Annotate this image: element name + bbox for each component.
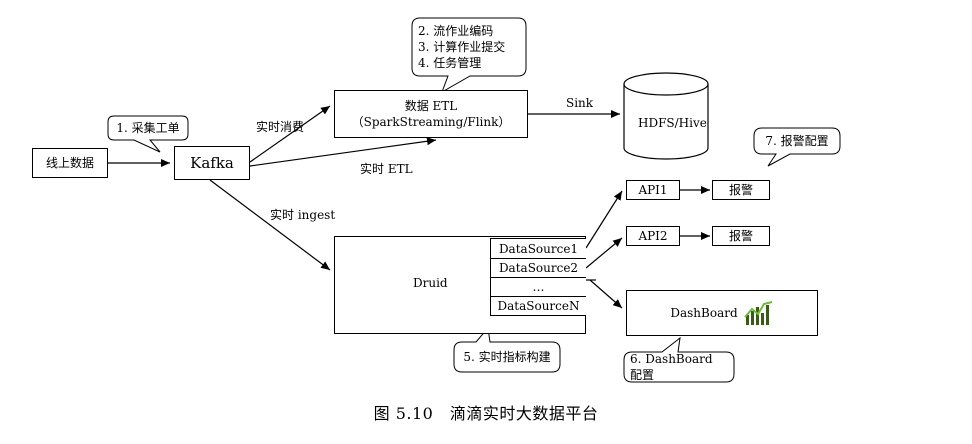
dashboard-chart-icon [743, 299, 774, 327]
kafka-node: Kafka [174, 146, 250, 180]
callout-7: 7. 报警配置 [765, 134, 829, 148]
kafka-label: Kafka [190, 154, 234, 172]
api1-label: API1 [638, 183, 668, 197]
dashboard-label: DashBoard [670, 306, 738, 320]
callout-2: 2. 流作业编码 3. 计算作业提交 4. 任务管理 [412, 18, 526, 76]
online-data-label: 线上数据 [45, 156, 94, 170]
figure-caption: 图 5.10 滴滴实时大数据平台 [373, 404, 599, 423]
edge-kafka-etl-realtime [249, 137, 437, 167]
api2-label: API2 [638, 229, 668, 243]
callout-6-shape [623, 336, 735, 383]
callout-1-shape [107, 115, 189, 153]
dashboard-node: DashBoard [626, 290, 818, 336]
edge-kafka-etl-consume [249, 105, 331, 163]
datasource-stack: DataSource1 DataSource2 … DataSourceN [490, 238, 586, 316]
api2-node: API2 [626, 226, 680, 246]
etl-node: 数据 ETL （SparkStreaming/Flink） [334, 90, 528, 138]
callout-2-line: 4. 任务管理 [418, 56, 482, 70]
edge-label-sink: Sink [566, 96, 594, 110]
edge-label-ingest: 实时 ingest [270, 208, 336, 222]
edge-ds-api1 [585, 190, 623, 249]
datasource-item: DataSource1 [491, 239, 586, 259]
edge-kafka-druid [209, 179, 331, 271]
hdfs-label: HDFS/Hive [638, 116, 707, 130]
hdfs-cylinder [623, 72, 709, 160]
alert1-node: 报警 [712, 180, 770, 200]
callout-5: 5. 实时指标构建 [463, 350, 551, 364]
edge-ds-api2 [585, 237, 623, 269]
edge-label-consume: 实时消费 [256, 120, 305, 134]
alert2-node: 报警 [712, 226, 770, 246]
callout-2-line: 3. 计算作业提交 [418, 40, 506, 54]
druid-label: Druid [413, 276, 448, 290]
callout-7-shape [753, 127, 841, 167]
api1-node: API1 [626, 180, 680, 200]
etl-label-line1: 数据 ETL [404, 99, 458, 113]
callout-1: 1. 采集工单 [116, 121, 180, 135]
edge-ds-dashboard [589, 279, 623, 309]
datasource-item: DataSource2 [491, 259, 586, 278]
datasource-item: DataSourceN [497, 299, 580, 313]
callout-5-shape [453, 326, 561, 373]
alert2-label: 报警 [728, 229, 753, 243]
callout-2-line: 2. 流作业编码 [418, 24, 494, 38]
edge-label-etl: 实时 ETL [360, 162, 413, 176]
datasource-item: … [491, 278, 586, 297]
callout-2-shape [411, 17, 527, 94]
callout-6: 6. DashBoard 配置 [630, 352, 713, 382]
alert1-label: 报警 [728, 183, 753, 197]
etl-label-line2: （SparkStreaming/Flink） [351, 115, 511, 129]
online-data-node: 线上数据 [32, 148, 108, 178]
